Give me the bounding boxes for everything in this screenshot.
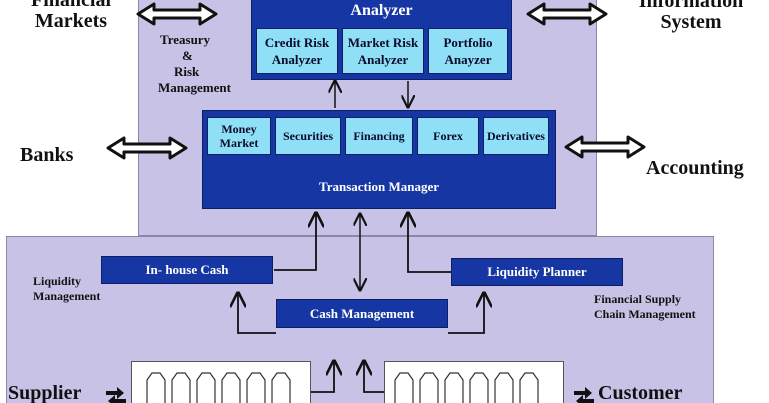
information-system-double-arrow-icon (528, 4, 606, 24)
cash-mgmt-to-inhouse-arrow (238, 293, 276, 333)
accounting-double-arrow-icon (566, 137, 644, 157)
customer-up-arrow (364, 361, 384, 392)
planner-to-tm-arrow (408, 213, 451, 272)
financial-markets-double-arrow-icon (138, 4, 216, 24)
inhouse-to-tm-arrow (274, 213, 316, 270)
cash-mgmt-to-planner-arrow (448, 293, 484, 333)
customer-crate-slots (395, 373, 538, 403)
supplier-up-arrow (311, 361, 334, 392)
banks-double-arrow-icon (108, 138, 186, 158)
supplier-swap-icon (106, 387, 126, 403)
customer-swap-icon (574, 387, 594, 403)
supplier-crate-slots (147, 373, 290, 403)
